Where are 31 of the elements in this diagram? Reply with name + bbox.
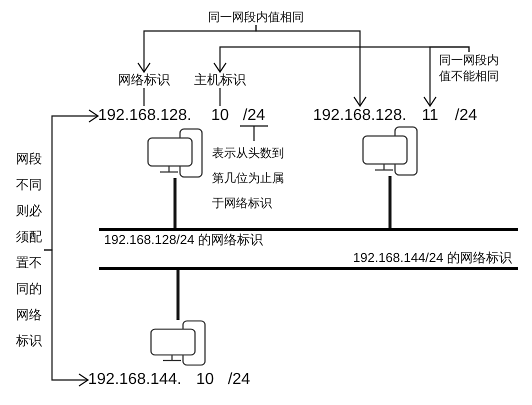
arrow	[423, 46, 470, 107]
leader-line	[239, 125, 269, 142]
network-label: 192.168.128/24 的网络标识	[104, 232, 263, 248]
connector-line	[176, 270, 180, 320]
computer-icon	[362, 126, 418, 176]
ip-address-text: 10	[210, 106, 230, 126]
note-text: 网段不同则必须配置不同的网络标识	[16, 146, 44, 354]
ip-address-text: 11	[420, 106, 440, 126]
part-label: 网络标识	[118, 72, 170, 88]
ip-address-text: /24	[240, 106, 268, 126]
part-label: 主机标识	[194, 72, 246, 88]
ip-address-text: /24	[225, 370, 253, 390]
computer-icon	[147, 128, 203, 178]
annotation-text: 同一网段内值不能相同	[438, 52, 500, 84]
connector-line	[388, 176, 392, 228]
arrow	[44, 249, 89, 387]
arrow	[255, 25, 367, 107]
computer-icon	[150, 320, 206, 366]
ip-address-text: 192.168.144.	[88, 370, 182, 390]
ip-address-text: 192.168.128.	[98, 106, 192, 126]
annotation-text: 同一网段内值相同	[207, 9, 305, 25]
network-bus-line	[99, 228, 518, 231]
connector-line	[174, 178, 176, 228]
note-text: 表示从头数到第几位为止属于网络标识	[212, 141, 290, 217]
ip-address-text: /24	[452, 106, 480, 126]
network-bus-line	[99, 267, 518, 270]
network-label: 192.168.144/24 的网络标识	[353, 250, 512, 266]
ip-address-text: 192.168.128.	[313, 106, 407, 126]
ip-address-text: 10	[195, 370, 215, 390]
leader-line	[219, 88, 221, 106]
leader-line	[143, 88, 145, 106]
